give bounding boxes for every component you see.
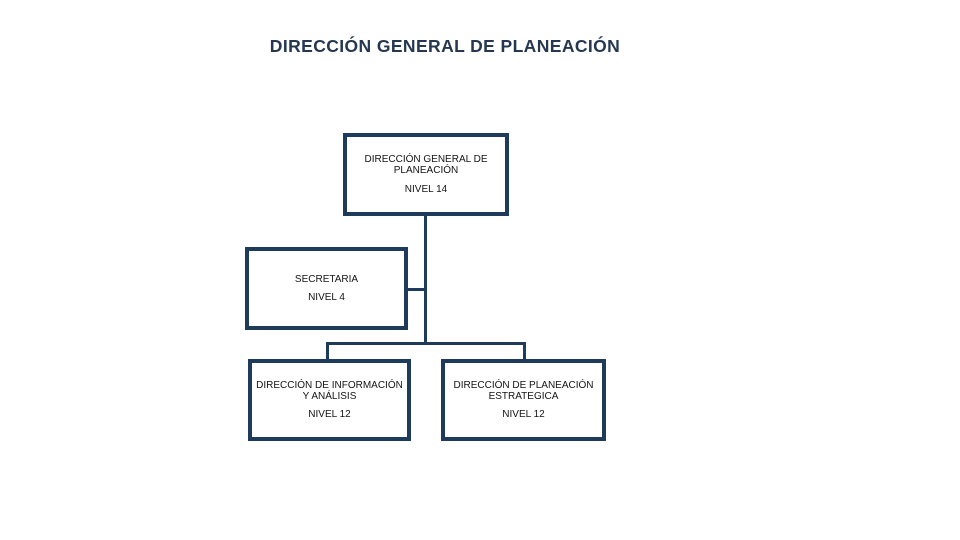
node-title: SECRETARIA: [294, 273, 359, 285]
org-node-direccion-general: DIRECCIÓN GENERAL DE PLANEACIÓN NIVEL 14: [343, 133, 509, 216]
node-level: NIVEL 12: [502, 409, 545, 421]
node-title: DIRECCIÓN GENERAL DE PLANEACIÓN: [364, 154, 488, 177]
node-level: NIVEL 4: [308, 292, 345, 303]
connector-right-child-stub: [523, 342, 526, 359]
node-level: NIVEL 12: [308, 409, 351, 421]
org-node-planeacion-estrategica: DIRECCIÓN DE PLANEACIÓN ESTRATEGICA NIVE…: [441, 359, 606, 441]
connector-secretaria-branch: [408, 288, 424, 291]
node-level: NIVEL 14: [404, 183, 448, 195]
org-node-secretaria: SECRETARIA NIVEL 4: [245, 247, 408, 330]
node-title: DIRECCIÓN DE PLANEACIÓN ESTRATEGICA: [453, 379, 594, 402]
connector-children-rail: [326, 342, 526, 345]
connector-left-child-stub: [326, 342, 329, 359]
page-title: DIRECCIÓN GENERAL DE PLANEACIÓN: [269, 36, 621, 56]
connector-root-vertical: [424, 216, 427, 344]
node-title: DIRECCIÓN DE INFORMACIÓN Y ANÁLISIS: [256, 379, 403, 402]
org-node-informacion-analisis: DIRECCIÓN DE INFORMACIÓN Y ANÁLISIS NIVE…: [248, 359, 411, 441]
